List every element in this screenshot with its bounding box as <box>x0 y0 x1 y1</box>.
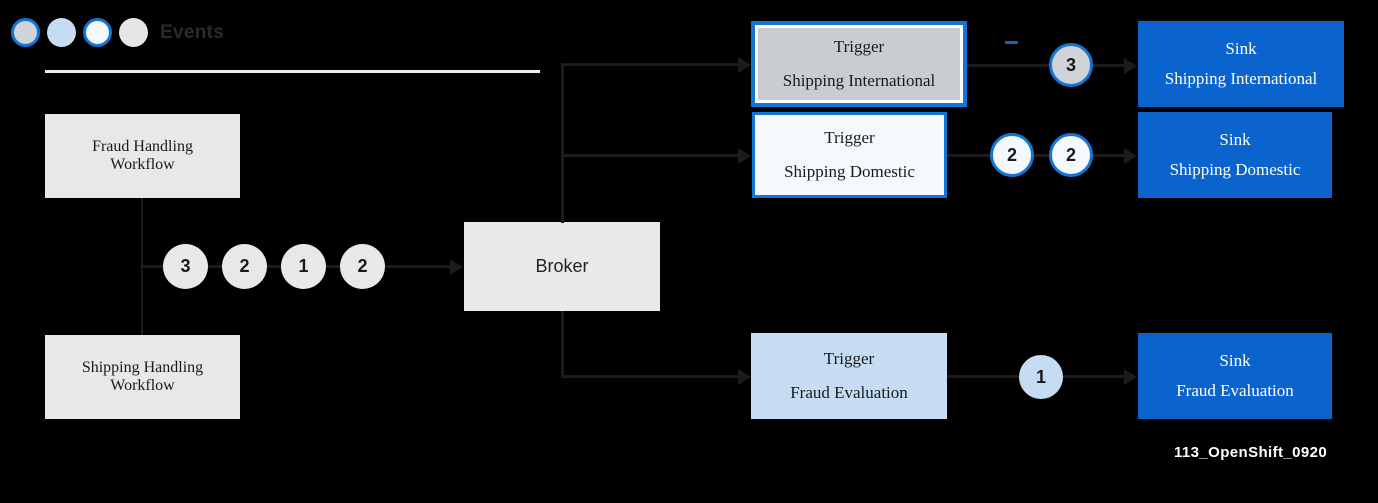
inbound-event-value-2: 2 <box>239 256 250 276</box>
broker-label: Broker <box>535 256 589 276</box>
outbound-event-circle-international-1[interactable]: 3 <box>1049 43 1093 87</box>
workflow-box-shipping-handling[interactable]: Shipping Handling Workflow <box>45 335 240 419</box>
connector-broker-down-trunk <box>561 311 564 378</box>
arrowhead-to-trigger-domestic <box>738 148 751 164</box>
trigger-box-shipping-international[interactable]: Trigger Shipping International <box>751 21 967 107</box>
trigger-international-line1: Trigger <box>833 37 885 56</box>
trigger-domestic-line1: Trigger <box>824 128 875 147</box>
inbound-event-value-4: 2 <box>357 256 368 276</box>
connector-broker-to-trigger-domestic <box>561 154 741 157</box>
connector-broker-up-trunk <box>561 63 564 223</box>
sink-fraud-line2: Fraud Evaluation <box>1176 381 1294 400</box>
event-dot-light-gray-icon <box>119 18 148 47</box>
arrowhead-to-trigger-fraud <box>738 369 751 385</box>
sink-fraud-line1: Sink <box>1219 351 1251 370</box>
sink-international-line1: Sink <box>1225 39 1257 58</box>
trigger-fraud-line2: Fraud Evaluation <box>790 383 908 402</box>
sink-box-fraud-evaluation[interactable]: Sink Fraud Evaluation <box>1138 333 1332 419</box>
outbound-event-value-international-1: 3 <box>1065 54 1076 75</box>
header-divider <box>45 70 540 73</box>
sink-box-shipping-domestic[interactable]: Sink Shipping Domestic <box>1138 112 1332 198</box>
arrowhead-to-sink-domestic <box>1124 148 1137 164</box>
outbound-event-circle-domestic-1[interactable]: 2 <box>990 133 1034 177</box>
outbound-event-value-domestic-2: 2 <box>1065 144 1076 165</box>
trigger-international-line2: Shipping International <box>782 71 936 90</box>
outbound-event-value-domestic-1: 2 <box>1006 144 1017 165</box>
sink-international-line2: Shipping International <box>1164 69 1318 88</box>
trigger-box-fraud-evaluation[interactable]: Trigger Fraud Evaluation <box>751 333 947 419</box>
inbound-event-circle-2[interactable]: 2 <box>222 244 267 289</box>
sink-domestic-line2: Shipping Domestic <box>1169 160 1301 179</box>
trigger-domestic-line2: Shipping Domestic <box>784 162 915 181</box>
outbound-event-circle-fraud-1[interactable]: 1 <box>1019 355 1063 399</box>
inbound-event-circle-4[interactable]: 2 <box>340 244 385 289</box>
outbound-event-circle-domestic-2[interactable]: 2 <box>1049 133 1093 177</box>
workflow-fraud-line1: Fraud Handling <box>92 137 193 155</box>
inbound-event-value-3: 1 <box>298 256 309 276</box>
connector-trigger-to-sink-international <box>967 64 1127 67</box>
trigger-box-shipping-domestic[interactable]: Trigger Shipping Domestic <box>752 112 947 198</box>
event-dot-blue-icon <box>47 18 76 47</box>
arrowhead-to-broker <box>450 259 463 275</box>
workflow-shipping-line1: Shipping Handling <box>81 358 204 376</box>
arrowhead-to-sink-fraud <box>1124 369 1137 385</box>
broker-box[interactable]: Broker <box>464 222 660 311</box>
event-dot-gray-outlined-icon <box>11 18 40 47</box>
workflow-fraud-line2: Workflow <box>110 156 175 173</box>
sink-box-shipping-international[interactable]: Sink Shipping International <box>1138 21 1344 107</box>
trigger-fraud-line1: Trigger <box>823 349 875 368</box>
workflow-box-fraud-handling[interactable]: Fraud Handling Workflow <box>45 114 240 198</box>
connector-trigger-to-sink-domestic <box>947 154 1127 157</box>
inbound-event-value-1: 3 <box>180 256 191 276</box>
connector-broker-to-trigger-international <box>561 63 741 66</box>
arrowhead-to-trigger-international <box>738 57 751 73</box>
legend-label-events: Events <box>160 22 225 43</box>
event-dot-white-outlined-icon <box>83 18 112 47</box>
inbound-event-circle-3[interactable]: 1 <box>281 244 326 289</box>
inbound-event-circle-1[interactable]: 3 <box>163 244 208 289</box>
outbound-event-value-fraud-1: 1 <box>1035 366 1046 387</box>
decorative-blue-dash <box>1005 41 1018 44</box>
connector-broker-to-trigger-fraud <box>561 375 741 378</box>
arrowhead-to-sink-international <box>1124 58 1137 74</box>
workflow-shipping-line2: Workflow <box>110 377 175 394</box>
footer-label: 113_OpenShift_0920 <box>1174 444 1328 461</box>
sink-domestic-line1: Sink <box>1219 130 1251 149</box>
